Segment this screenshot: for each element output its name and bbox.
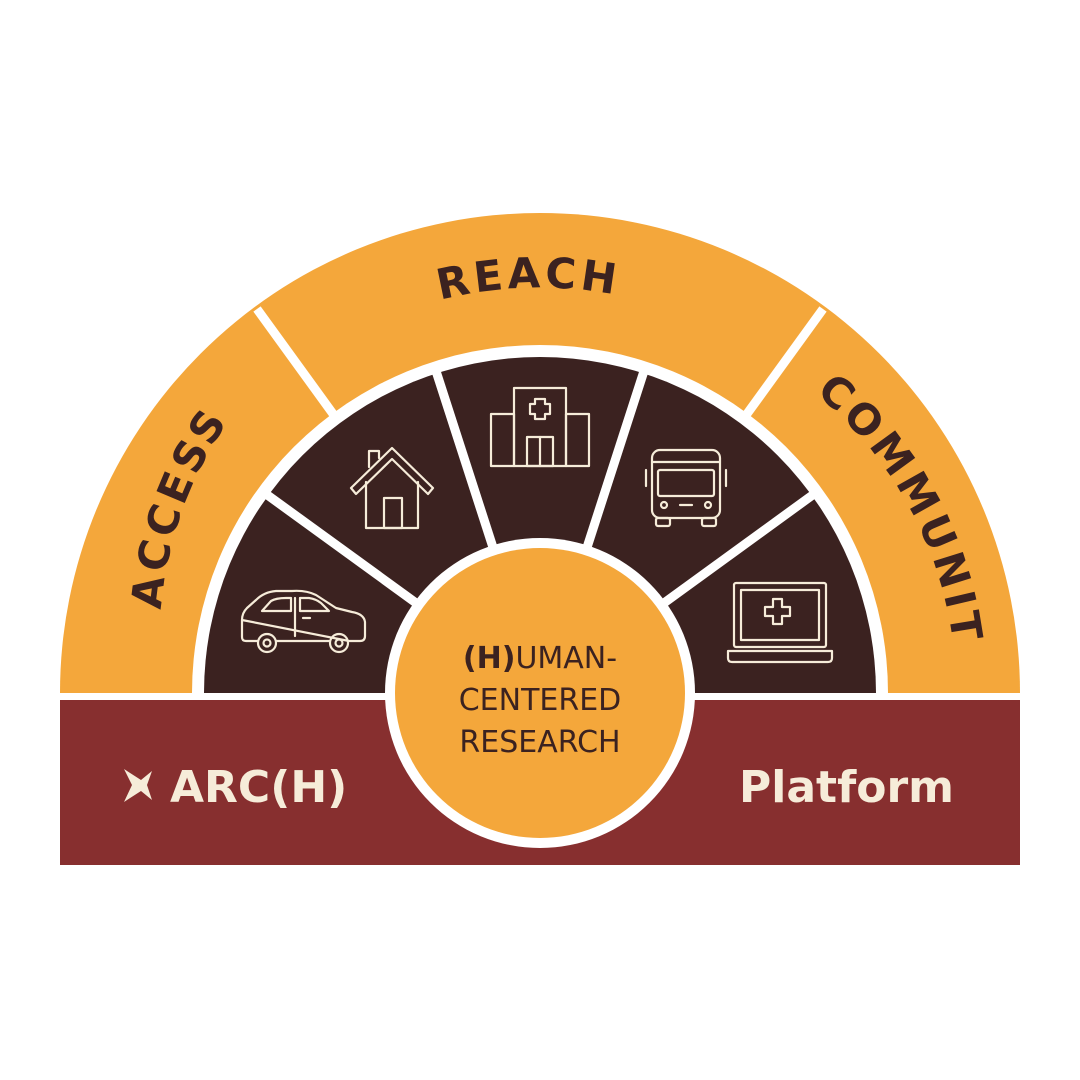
- arch-logo-icon: [124, 769, 152, 802]
- center-line1: (H)UMAN-: [463, 641, 617, 676]
- platform-label: Platform: [739, 762, 954, 813]
- laptop-medical-icon: [726, 581, 834, 664]
- car-icon: [240, 589, 367, 654]
- house-icon: [349, 446, 435, 530]
- arch-label: ARC(H): [170, 762, 347, 813]
- inner-dark-ring: [204, 357, 876, 693]
- center-circle: [395, 548, 685, 838]
- hospital-icon: [489, 386, 591, 468]
- outer-ring-dividers: [253, 306, 827, 421]
- bus-icon: [644, 448, 728, 528]
- center-line3: RESEARCH: [459, 725, 620, 760]
- center-line2: CENTERED: [459, 683, 622, 718]
